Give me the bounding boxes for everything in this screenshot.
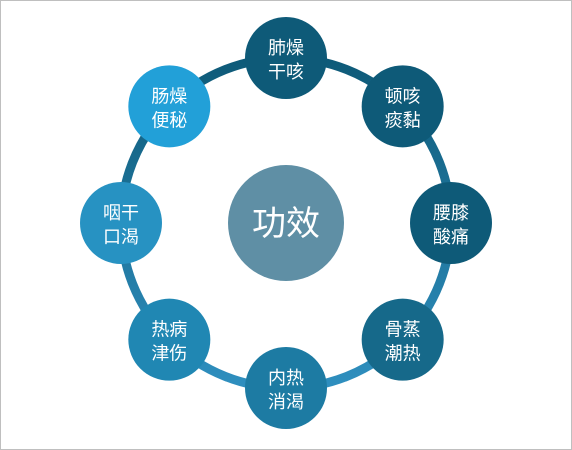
node-label-line-1: 咽干 [103, 203, 139, 224]
node-circle [80, 182, 162, 264]
node-label-line-2: 消渴 [268, 392, 304, 413]
node-label-line-2: 干咳 [268, 62, 304, 83]
node-label-line-1: 肠燥 [151, 86, 187, 107]
node-label-line-1: 骨蒸 [385, 320, 421, 341]
node-label-line-2: 口渴 [103, 227, 139, 248]
node-circle [410, 182, 492, 264]
node-circle [245, 347, 327, 429]
node-circle [361, 65, 444, 148]
node-label-line-2: 津伤 [151, 344, 187, 365]
node-label-line-2: 痰黏 [385, 110, 421, 131]
center-label: 功效 [252, 204, 320, 244]
node-label-line-1: 腰膝 [433, 203, 469, 224]
node-label-line-2: 便秘 [151, 110, 187, 131]
node-circle [361, 298, 444, 381]
node-label-line-1: 顿咳 [385, 86, 421, 107]
center-circle [228, 165, 344, 281]
node-label-line-2: 潮热 [385, 344, 421, 365]
node-circle [245, 17, 327, 99]
node-circle [128, 298, 211, 381]
node-label-line-1: 热病 [151, 320, 187, 341]
node-label-line-2: 酸痛 [433, 227, 469, 248]
node-label-line-1: 内热 [268, 368, 304, 389]
node-label-line-1: 肺燥 [268, 38, 304, 59]
node-circle [128, 65, 211, 148]
